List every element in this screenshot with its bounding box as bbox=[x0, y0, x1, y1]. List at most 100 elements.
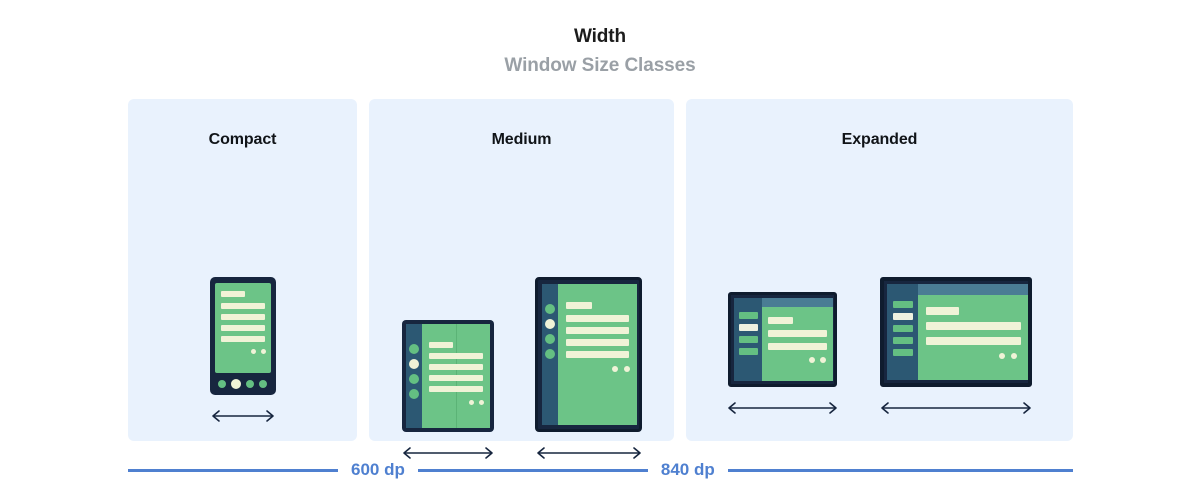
desktop-screen bbox=[762, 307, 833, 381]
navigation-drawer bbox=[887, 284, 918, 380]
double-arrow-icon bbox=[536, 447, 641, 459]
double-arrow-icon bbox=[881, 402, 1031, 414]
content-dot bbox=[250, 349, 256, 354]
panel-label-expanded: Expanded bbox=[841, 131, 918, 148]
device-small-desktop bbox=[728, 292, 837, 387]
breakpoint-scale: 600 dp 840 dp bbox=[128, 455, 1073, 485]
content-dot bbox=[478, 400, 484, 405]
nav-item-active[interactable] bbox=[408, 359, 419, 369]
content-line bbox=[428, 342, 453, 348]
content-line bbox=[768, 330, 827, 337]
nav-item[interactable] bbox=[245, 380, 254, 388]
nav-item[interactable] bbox=[893, 349, 913, 356]
nav-item-active[interactable] bbox=[739, 324, 758, 331]
content-dot bbox=[809, 357, 815, 363]
content-dot bbox=[612, 366, 618, 372]
nav-item[interactable] bbox=[739, 336, 758, 343]
navigation-rail bbox=[542, 284, 558, 425]
content-line bbox=[566, 302, 592, 309]
content-line bbox=[428, 386, 483, 392]
device-group-expanded bbox=[686, 277, 1073, 415]
content-line bbox=[566, 315, 629, 322]
size-class-panels: Compact bbox=[128, 99, 1073, 459]
device-slot-tablet-portrait bbox=[533, 277, 645, 460]
device-slot-foldable-tablet bbox=[399, 320, 497, 460]
width-arrow-foldable-tablet bbox=[399, 446, 497, 460]
panel-label-medium: Medium bbox=[491, 131, 552, 148]
top-app-bar bbox=[918, 284, 1028, 295]
device-large-desktop bbox=[880, 277, 1032, 387]
content-dot bbox=[624, 366, 630, 372]
content-line bbox=[926, 322, 1021, 330]
desktop-screen bbox=[918, 295, 1028, 380]
content-line bbox=[566, 339, 629, 346]
nav-item[interactable] bbox=[545, 334, 555, 344]
content-line bbox=[220, 303, 265, 309]
width-arrow-tablet-portrait bbox=[533, 446, 645, 460]
nav-item[interactable] bbox=[258, 380, 267, 388]
device-slot-large-desktop bbox=[877, 277, 1035, 415]
breakpoint-label-600: 600 dp bbox=[351, 460, 405, 479]
content-line bbox=[220, 291, 245, 297]
double-arrow-icon bbox=[728, 402, 837, 414]
content-line bbox=[926, 307, 959, 315]
nav-item[interactable] bbox=[893, 325, 913, 332]
tablet-screen bbox=[558, 284, 637, 425]
nav-item-active[interactable] bbox=[545, 319, 555, 329]
device-group-medium bbox=[369, 277, 674, 460]
content-dot bbox=[468, 400, 474, 405]
device-tablet-portrait bbox=[535, 277, 642, 432]
content-line bbox=[566, 327, 629, 334]
content-line bbox=[220, 314, 265, 320]
nav-item[interactable] bbox=[739, 312, 758, 319]
content-dot bbox=[1011, 353, 1017, 359]
content-line bbox=[220, 325, 265, 331]
nav-item[interactable] bbox=[545, 349, 555, 359]
panel-medium: Medium bbox=[369, 99, 674, 459]
nav-item[interactable] bbox=[217, 380, 226, 388]
content-line bbox=[220, 336, 265, 342]
panel-label-compact: Compact bbox=[208, 131, 277, 148]
content-dot bbox=[999, 353, 1005, 359]
content-line bbox=[566, 351, 629, 358]
scale-segment-expanded bbox=[727, 468, 1073, 472]
nav-item[interactable] bbox=[408, 344, 419, 354]
page-title: Width bbox=[573, 26, 627, 47]
scale-segment-compact bbox=[128, 468, 338, 472]
width-arrow-large-desktop bbox=[877, 401, 1035, 415]
device-group-compact bbox=[128, 277, 357, 423]
page-subtitle: Window Size Classes bbox=[504, 55, 696, 76]
width-arrow-phone bbox=[208, 409, 278, 423]
foldable-screen bbox=[421, 324, 490, 428]
content-line bbox=[428, 353, 483, 359]
device-phone bbox=[209, 277, 276, 395]
panel-expanded: Expanded bbox=[686, 99, 1073, 441]
phone-screen bbox=[214, 283, 271, 373]
nav-item-active[interactable] bbox=[893, 313, 913, 320]
content-line bbox=[768, 317, 793, 324]
phone-bottom-nav bbox=[215, 377, 271, 390]
nav-item[interactable] bbox=[408, 389, 419, 399]
double-arrow-icon bbox=[402, 447, 493, 459]
navigation-drawer bbox=[734, 298, 762, 381]
top-app-bar bbox=[762, 298, 833, 307]
content-line bbox=[768, 343, 827, 350]
nav-item[interactable] bbox=[408, 374, 419, 384]
content-dot bbox=[820, 357, 826, 363]
nav-item[interactable] bbox=[893, 301, 913, 308]
width-arrow-small-desktop bbox=[724, 401, 841, 415]
panel-compact: Compact bbox=[128, 99, 357, 441]
content-line bbox=[428, 364, 483, 370]
scale-segment-medium bbox=[417, 468, 648, 472]
nav-item-active[interactable] bbox=[230, 379, 241, 389]
nav-item[interactable] bbox=[739, 348, 758, 355]
breakpoint-label-840: 840 dp bbox=[660, 460, 715, 479]
device-slot-phone bbox=[208, 277, 278, 423]
nav-item[interactable] bbox=[893, 337, 913, 344]
nav-item[interactable] bbox=[545, 304, 555, 314]
navigation-rail bbox=[405, 324, 422, 428]
device-slot-small-desktop bbox=[724, 292, 841, 415]
content-line bbox=[428, 375, 483, 381]
content-dot bbox=[260, 349, 266, 354]
